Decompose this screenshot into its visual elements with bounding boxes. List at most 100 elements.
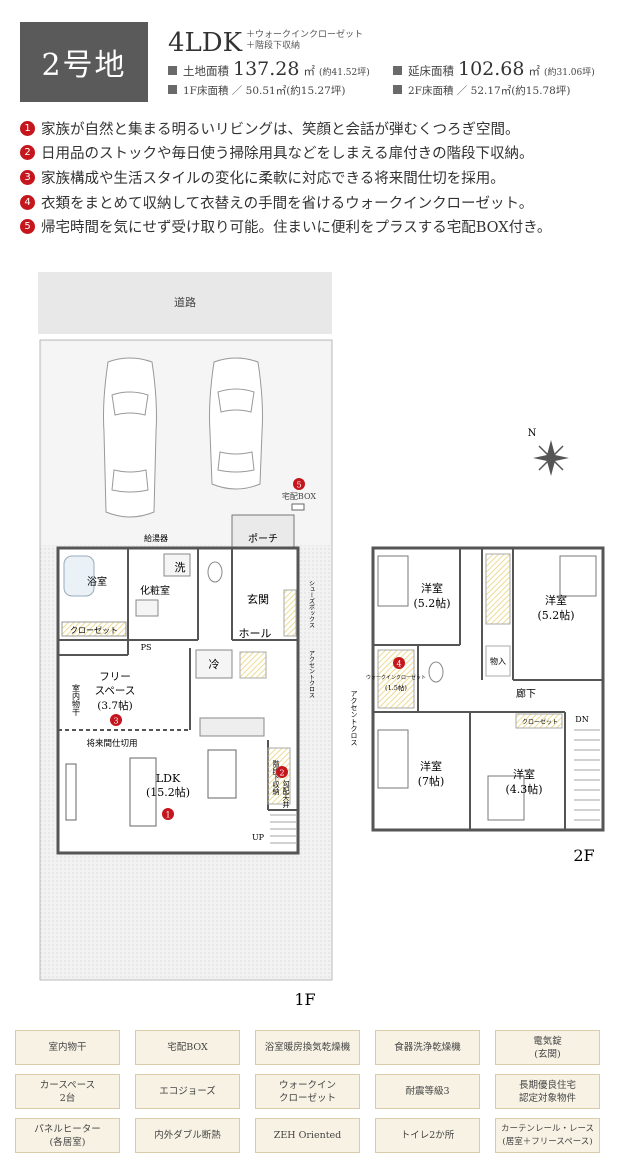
road — [38, 272, 332, 334]
feature-text: 帰宅時間を気にせず受け取り可能。住まいに便利をプラスする宅配BOX付き。 — [41, 220, 552, 237]
hall-label: ホール — [239, 627, 272, 640]
wash-label: 洗 — [175, 561, 186, 574]
feature-number: 4 — [20, 194, 35, 210]
room-w2-size: (5.2帖) — [537, 609, 574, 622]
feature-item: 4 衣類をまとめて収納して衣替えの手間を省けるウォークインクローゼット。 — [20, 190, 551, 215]
feature-marker-5-num: 5 — [296, 481, 301, 490]
floor-area-unit: ㎡ — [528, 64, 540, 78]
amenity-tag: 耐震等級3 — [375, 1074, 480, 1109]
layout-type: 4LDK — [168, 28, 243, 58]
feature-number: 3 — [20, 169, 35, 185]
accent-cross-1f-label: アクセントクロス — [308, 650, 315, 698]
delivery-box — [291, 503, 305, 511]
under-stair-label: 階段下収納 — [272, 759, 280, 796]
amenity-tag: 浴室暖房換気乾燥機 — [255, 1030, 360, 1065]
ps-label: PS — [141, 643, 152, 652]
floor2-building — [371, 546, 605, 832]
floor-area: 延床面積 102.68 ㎡ (約31.06坪) — [393, 58, 595, 80]
feature-marker-3 — [110, 714, 122, 726]
closet2-label: クローゼット — [522, 718, 558, 726]
room-w3-size: (7帖) — [418, 775, 445, 788]
plot-label: 2号地 — [20, 22, 148, 102]
wic-size: (1.5帖) — [385, 683, 407, 692]
feature-marker-1 — [162, 808, 174, 820]
ldk-size: (15.2帖) — [146, 786, 190, 799]
feature-marker-3-num: 3 — [113, 717, 118, 726]
layout-note: ＋階段下収納 — [246, 41, 301, 51]
amenity-tag: 電気錠 (玄関) — [495, 1030, 600, 1065]
room-w1-label: 洋室 — [421, 581, 443, 595]
feature-item: 2 日用品のストックや毎日使う掃除用具などをしまえる扉付きの階段下収納。 — [20, 141, 551, 166]
amenity-tag: カースペース 2台 — [15, 1074, 120, 1109]
bath-label: 浴室 — [87, 575, 107, 588]
feature-marker-2-num: 2 — [279, 769, 284, 778]
free-space-label: フリー — [99, 671, 131, 683]
floor-plan: 道路 5 宅配BOX ポーチ — [38, 272, 605, 1009]
water-heater-label: 給湯器 — [144, 533, 168, 543]
storage-label: 物入 — [490, 656, 506, 666]
indoor-dry-label: 室内物干 — [72, 683, 81, 717]
square-bullet-icon — [168, 85, 177, 94]
layout-note: ＋ウォークインクローゼット — [246, 30, 364, 40]
delivery-box-label: 宅配BOX — [282, 491, 316, 501]
amenity-tag: 室内物干 — [15, 1030, 120, 1065]
parking-area — [42, 342, 330, 545]
floor1-building — [56, 546, 300, 855]
square-bullet-icon — [168, 66, 177, 75]
dn-label: DN — [575, 715, 588, 724]
floor-area-label: 延床面積 — [408, 64, 454, 78]
room-w3-label: 洋室 — [420, 759, 442, 773]
road-label: 道路 — [174, 295, 196, 309]
wic-label: ウォークインクローゼット — [366, 674, 426, 681]
feature-item: 5 帰宅時間を気にせず受け取り可能。住まいに便利をプラスする宅配BOX付き。 — [20, 214, 551, 239]
shoes-box-label: シューズボックス — [308, 580, 315, 628]
amenity-tag: ウォークイン クローゼット — [255, 1074, 360, 1109]
free-space-label-2: スペース — [95, 685, 136, 697]
powder-room-label: 化粧室 — [140, 584, 170, 597]
feature-marker-4 — [393, 657, 405, 669]
amenity-tag: カーテンレール・レース (居室＋フリースペース) — [495, 1118, 600, 1153]
land-area-label: 土地面積 — [183, 64, 229, 78]
feature-number: 2 — [20, 145, 35, 161]
car-icon — [209, 357, 263, 490]
future-partition-label: 将来間仕切用 — [86, 738, 137, 749]
feature-marker-2 — [276, 766, 288, 778]
fridge-label: 冷 — [209, 658, 220, 671]
floor1-label: 1F — [294, 990, 315, 1009]
up-label: UP — [252, 833, 265, 842]
corridor-label: 廊下 — [516, 687, 536, 700]
layout-notes: ＋ウォークインクローゼット ＋階段下収納 — [246, 30, 363, 52]
floor1-area: 1F床面積 ／ 50.51㎡(約15.27坪) — [168, 83, 345, 98]
feature-marker-4-num: 4 — [396, 660, 401, 669]
feature-marker-5 — [293, 478, 305, 490]
feature-marker-1-num: 1 — [165, 811, 170, 820]
land-area-tsubo: (約41.52坪) — [318, 68, 370, 78]
floor2-label: 2F — [573, 846, 594, 865]
room-w4-size: (4.3帖) — [505, 783, 542, 796]
amenity-tag: 宅配BOX — [135, 1030, 240, 1065]
feature-text: 日用品のストックや毎日使う掃除用具などをしまえる扉付きの階段下収納。 — [41, 146, 534, 163]
feature-number: 5 — [20, 219, 35, 235]
square-bullet-icon — [393, 85, 402, 94]
amenity-tag: 内外ダブル断熱 — [135, 1118, 240, 1153]
car-icon — [103, 357, 157, 518]
floor-area-value: 102.68 — [458, 58, 525, 80]
entrance-label: 玄関 — [247, 592, 269, 606]
sloped-ceiling-label: 勾配天井 — [282, 779, 290, 809]
floor1-area-text: 1F床面積 ／ 50.51㎡(約15.27坪) — [183, 85, 346, 97]
floor-area-tsubo: (約31.06坪) — [543, 68, 595, 78]
floor2-area: 2F床面積 ／ 52.17㎡(約15.78坪) — [393, 83, 570, 98]
north-label: N — [528, 428, 537, 439]
closet-label: クローゼット — [70, 625, 118, 635]
amenity-tag: パネルヒーター (各居室) — [15, 1118, 120, 1153]
feature-text: 家族が自然と集まる明るいリビングは、笑顔と会話が弾むくつろぎ空間。 — [41, 121, 520, 138]
north-arrow-icon — [533, 440, 569, 476]
feature-text: 衣類をまとめて収納して衣替えの手間を省けるウォークインクローゼット。 — [41, 195, 534, 212]
land-area-value: 137.28 — [233, 58, 300, 80]
amenity-tag: 食器洗浄乾燥機 — [375, 1030, 480, 1065]
room-w2-label: 洋室 — [545, 593, 567, 607]
room-w1-size: (5.2帖) — [413, 597, 450, 610]
